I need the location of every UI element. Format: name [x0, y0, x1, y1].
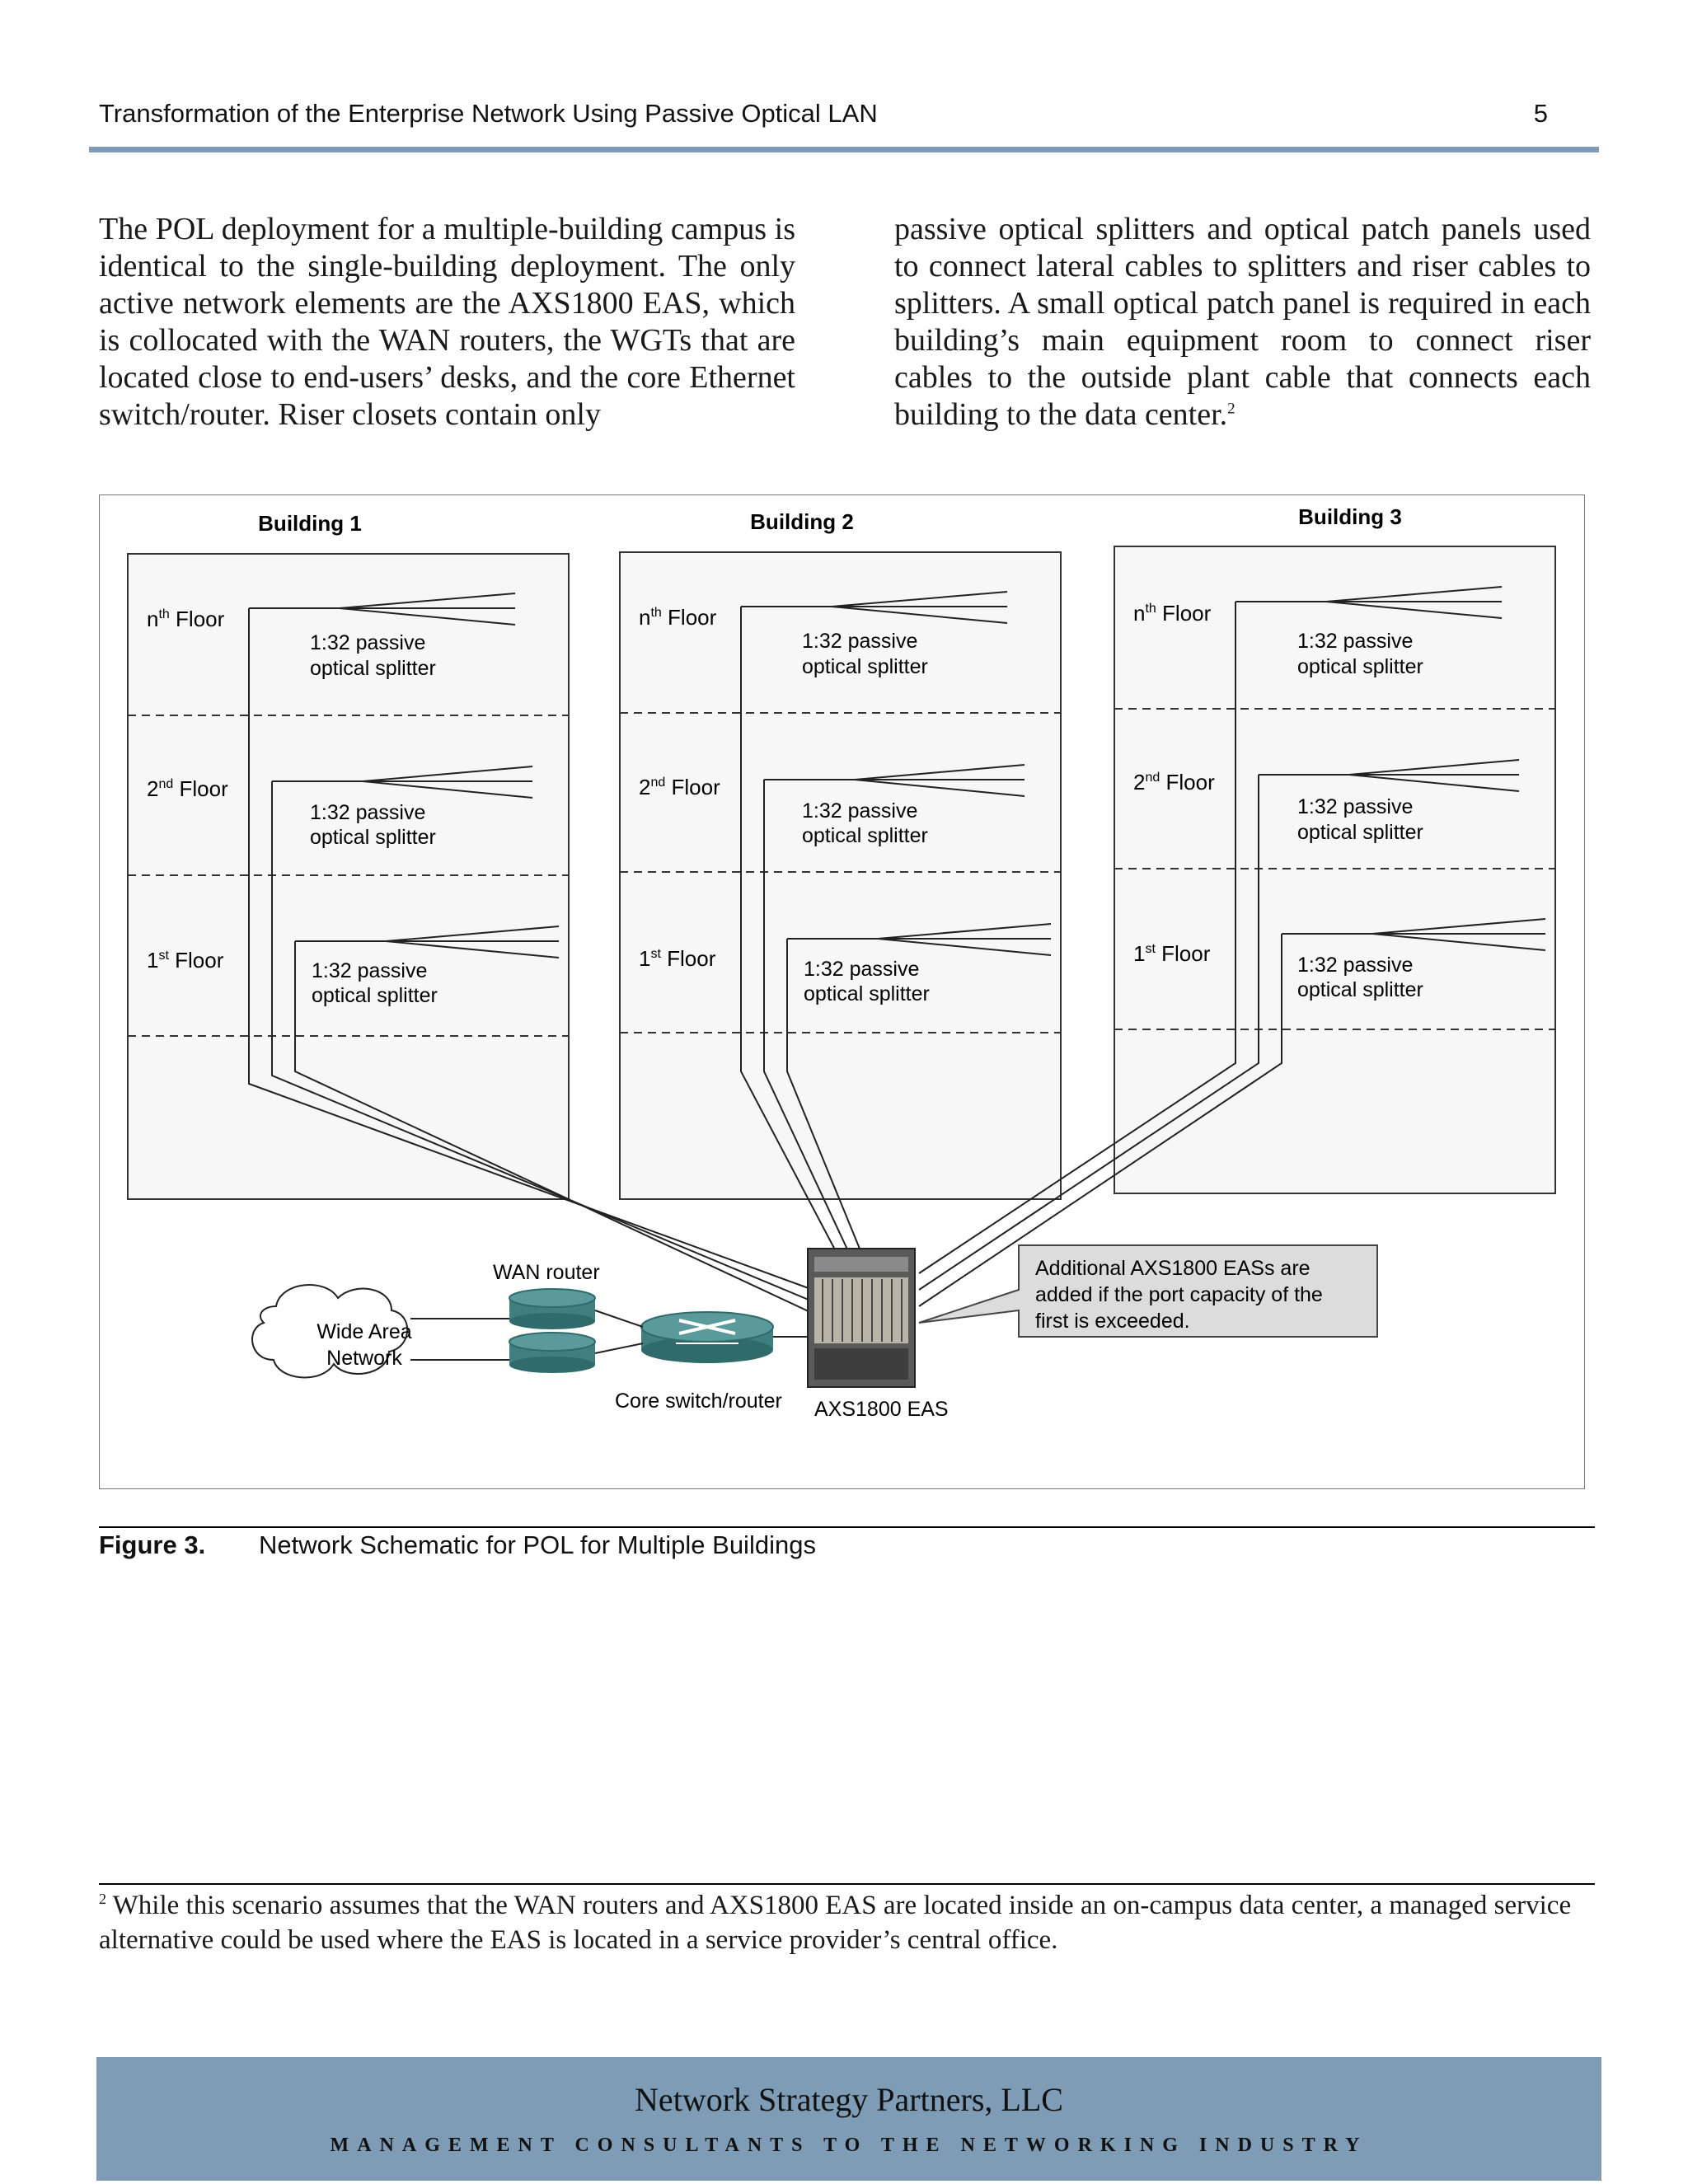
callout-line: added if the port capacity of the	[1035, 1283, 1323, 1306]
callout-line: first is exceeded.	[1035, 1310, 1190, 1333]
wan-cloud-label: Network	[326, 1347, 402, 1370]
splitter-label: 1:32 passive	[1297, 630, 1413, 653]
splitter-label: optical splitter	[310, 657, 436, 680]
footnote-marker: 2	[99, 1891, 106, 1907]
building-3-title: Building 3	[1298, 504, 1402, 529]
floor-label-2nd: 2nd Floor	[1133, 770, 1215, 794]
body-column-right: passive optical splitters and optical pa…	[894, 211, 1591, 434]
floor-label-1st: 1st Floor	[147, 948, 224, 972]
fiber-cables	[248, 602, 1282, 1319]
splitter-label: 1:32 passive	[802, 630, 917, 653]
splitter-fan-icon	[1236, 586, 1546, 951]
footnote: 2 While this scenario assumes that the W…	[99, 1888, 1582, 1957]
footer-tagline: MANAGEMENT CONSULTANTS TO THE NETWORKING…	[330, 2135, 1368, 2156]
page-number: 5	[1533, 99, 1548, 128]
wan-router-icon	[509, 1332, 596, 1373]
splitter-label: 1:32 passive	[804, 958, 919, 981]
footer-company-name: Network Strategy Partners, LLC	[635, 2081, 1063, 2118]
splitter-label: 1:32 passive	[1297, 795, 1413, 818]
splitter-label: 1:32 passive	[312, 959, 427, 982]
body-paragraph-left: The POL deployment for a multiple-buildi…	[99, 212, 795, 432]
splitter-label: 1:32 passive	[310, 801, 425, 824]
splitter-label: optical splitter	[802, 824, 928, 847]
floor-label-1st: 1st Floor	[639, 946, 716, 971]
building-1: Building 1 nth Floor 2nd Floor 1st Floor…	[127, 511, 570, 1200]
network-schematic-figure: Building 1 nth Floor 2nd Floor 1st Floor…	[99, 494, 1585, 1489]
floor-label-nth: nth Floor	[639, 605, 717, 630]
eas-label: AXS1800 EAS	[814, 1398, 949, 1421]
body-column-left: The POL deployment for a multiple-buildi…	[99, 211, 795, 434]
page-header-title: Transformation of the Enterprise Network…	[99, 99, 878, 128]
core-switch-icon	[640, 1311, 774, 1363]
splitter-label: optical splitter	[312, 984, 438, 1007]
figure-caption-label: Figure 3.	[99, 1530, 206, 1559]
callout-line: Additional AXS1800 EASs are	[1035, 1257, 1311, 1280]
body-paragraph-right: passive optical splitters and optical pa…	[894, 212, 1591, 432]
footnote-rule	[99, 1883, 1595, 1885]
splitter-label: optical splitter	[804, 982, 930, 1005]
footnote-text: While this scenario assumes that the WAN…	[99, 1891, 1572, 1955]
splitter-label: optical splitter	[802, 655, 928, 678]
building-2-title: Building 2	[750, 509, 854, 534]
splitter-label: optical splitter	[310, 826, 436, 849]
footnote-reference[interactable]: 2	[1227, 400, 1236, 418]
floor-label-1st: 1st Floor	[1133, 941, 1211, 966]
splitter-fan-icon	[741, 591, 1052, 956]
building-1-title: Building 1	[258, 511, 362, 536]
wan-cloud-icon	[251, 1284, 409, 1379]
building-2: Building 2 nth Floor 2nd Floor 1st Floor…	[619, 509, 1062, 1200]
building-3-box	[1114, 546, 1556, 1194]
splitter-label: optical splitter	[1297, 821, 1423, 844]
floor-label-2nd: 2nd Floor	[639, 775, 720, 799]
wan-cloud-label: Wide Area	[316, 1320, 411, 1343]
wan-router-icon	[509, 1288, 596, 1329]
eas-chassis-icon	[807, 1248, 916, 1388]
eas-capacity-callout: Additional AXS1800 EASs are added if the…	[918, 1244, 1378, 1338]
splitter-fan-icon	[249, 593, 560, 958]
splitter-label: 1:32 passive	[1297, 954, 1413, 977]
floor-label-nth: nth Floor	[1133, 601, 1212, 626]
splitter-label: optical splitter	[1297, 978, 1423, 1001]
network-links	[410, 1310, 808, 1361]
footer-band: Network Strategy Partners, LLC MANAGEMEN…	[96, 2057, 1601, 2181]
building-3: Building 3 nth Floor 2nd Floor 1st Floor…	[1114, 504, 1556, 1194]
splitter-label: 1:32 passive	[310, 631, 425, 654]
splitter-label: optical splitter	[1297, 655, 1423, 678]
header-rule	[89, 147, 1599, 152]
building-2-box	[619, 551, 1062, 1200]
splitter-label: 1:32 passive	[802, 799, 917, 823]
figure-caption-text: Network Schematic for POL for Multiple B…	[259, 1530, 816, 1559]
building-1-box	[127, 553, 570, 1200]
core-switch-label: Core switch/router	[615, 1390, 782, 1413]
caption-rule	[99, 1526, 1595, 1528]
floor-label-nth: nth Floor	[147, 607, 225, 631]
floor-label-2nd: 2nd Floor	[147, 776, 228, 801]
wan-router-label: WAN router	[493, 1261, 600, 1284]
